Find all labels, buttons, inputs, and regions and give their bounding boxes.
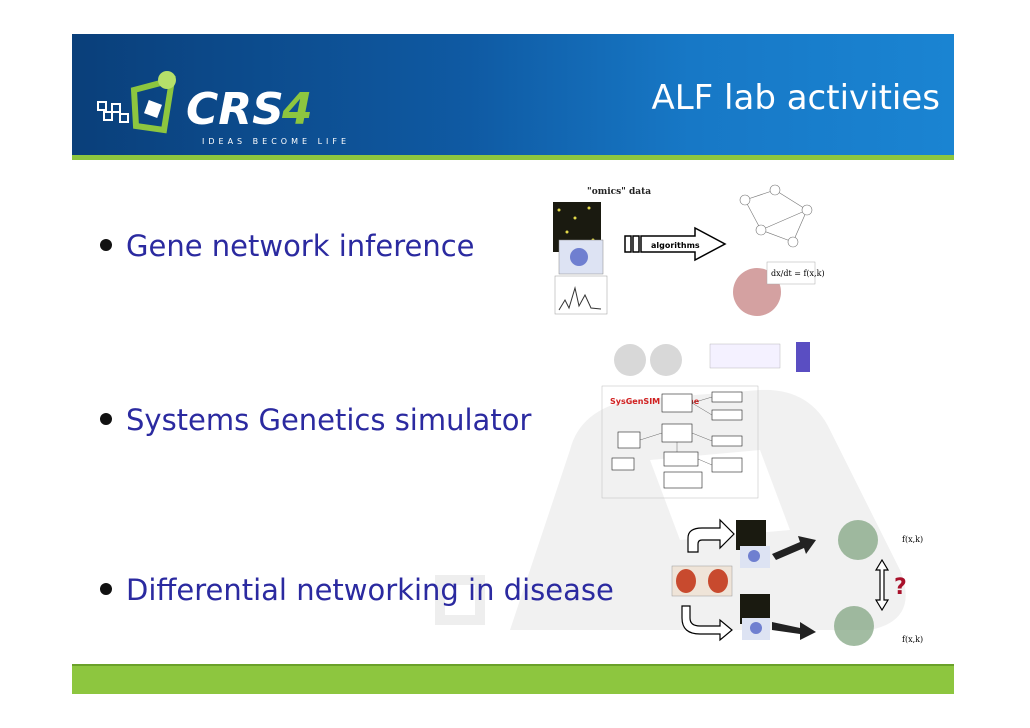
figure-network-inference: "omics" data algorithms dx/dt = f(x,k): [553, 184, 825, 316]
svg-text:f(x,k): f(x,k): [902, 535, 923, 544]
bullet-text: Gene network inference: [126, 229, 475, 263]
bullet-differential-networking: Differential networking in disease: [100, 573, 614, 607]
svg-text:f(x,k): f(x,k): [902, 635, 923, 644]
footer-bar: [72, 664, 954, 694]
bullet-dot: [100, 583, 112, 595]
slide-title: ALF lab activities: [651, 78, 940, 118]
omics-caption: "omics" data: [587, 187, 651, 197]
svg-text:IDEAS BECOME LIFE: IDEAS BECOME LIFE: [202, 137, 350, 146]
bullet-dot: [100, 413, 112, 425]
sysgensim-label: SysGenSIM pipeline: [610, 397, 700, 406]
crs4-logo: CRS 4 IDEAS BECOME LIFE: [97, 71, 350, 146]
svg-text:CRS: CRS: [186, 84, 284, 135]
question-mark: ?: [894, 575, 907, 600]
svg-text:dx/dt = f(x,k): dx/dt = f(x,k): [771, 269, 825, 278]
header-rule: [72, 155, 954, 160]
algorithms-label: algorithms: [651, 241, 700, 250]
figure-differential-networking: f(x,k) f(x,k) ?: [671, 518, 928, 648]
figure-systems-genetics: SysGenSIM pipeline: [601, 342, 810, 499]
svg-text:4: 4: [281, 84, 313, 135]
bullet-gene-network-inference: Gene network inference: [100, 229, 475, 263]
header-banner: CRS 4 IDEAS BECOME LIFE ALF lab activiti…: [72, 34, 954, 160]
bullet-systems-genetics-simulator: Systems Genetics simulator: [100, 403, 531, 437]
bullet-text: Differential networking in disease: [126, 573, 614, 607]
footer-line: [72, 664, 954, 666]
bullet-dot: [100, 239, 112, 251]
bullet-text: Systems Genetics simulator: [126, 403, 532, 437]
